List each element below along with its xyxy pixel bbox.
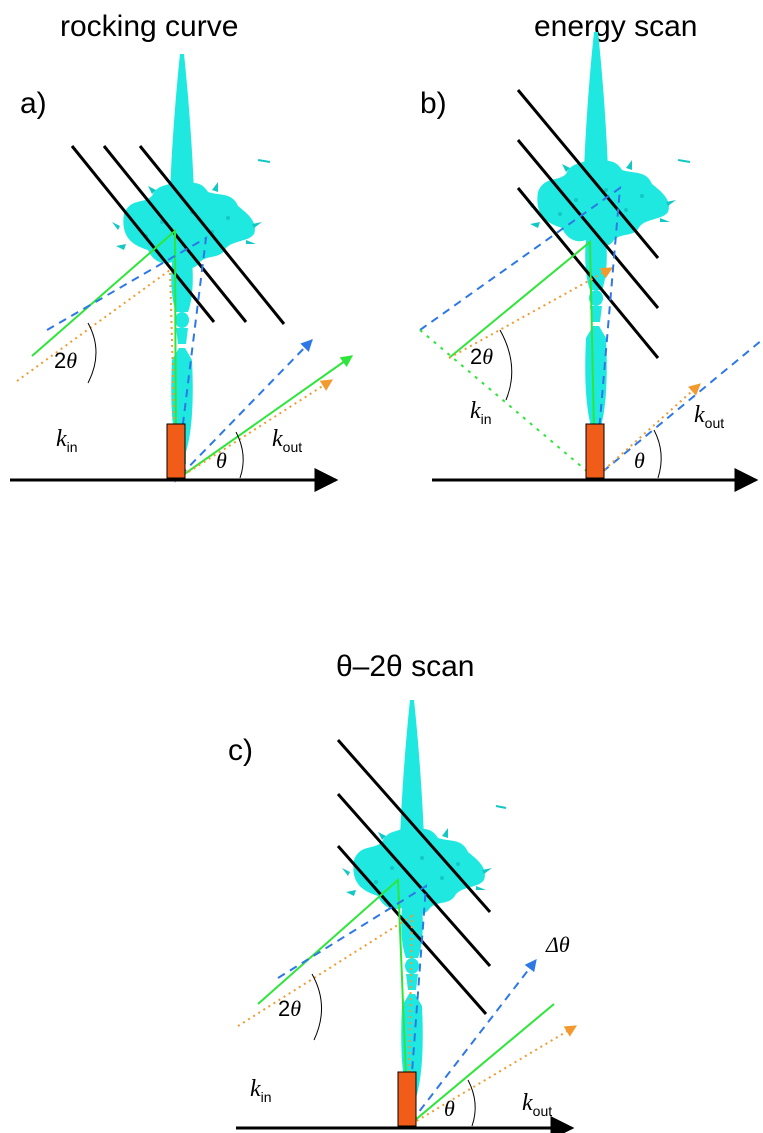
lattice-planes-b xyxy=(516,89,660,359)
k-in-label-a: kin xyxy=(56,426,78,455)
theta-label-b: θ xyxy=(634,448,645,473)
sample-a xyxy=(166,423,186,479)
panel-a-title: rocking curve xyxy=(60,10,238,43)
panel-a: rocking curve a) 2θ θ kin kout xyxy=(10,10,353,492)
orange-beam-b xyxy=(448,267,614,359)
crystal-b-speck xyxy=(677,159,691,163)
orange-beam-c xyxy=(237,914,578,1128)
green-beam-a xyxy=(31,228,353,482)
beams-c xyxy=(237,877,578,1130)
lattice-planes-c xyxy=(336,739,492,1015)
crystal-a-speck xyxy=(257,159,271,163)
panel-c-label: c) xyxy=(228,734,253,767)
k-out-label-a: kout xyxy=(272,426,302,455)
sample-c xyxy=(397,1071,417,1127)
green-dotted-b xyxy=(419,329,596,479)
beams-b xyxy=(419,185,763,481)
crystal-b xyxy=(526,32,676,442)
green-beam-b xyxy=(448,239,596,479)
theta-arc-b xyxy=(653,429,662,479)
panel-b-title: energy scan xyxy=(534,10,697,43)
k-in-label-c: kin xyxy=(250,1076,272,1105)
panel-b: energy scan b) 2θ θ kin kout xyxy=(419,10,763,492)
green-beam-c xyxy=(257,877,555,1129)
k-out-label-b: kout xyxy=(694,402,724,431)
two-theta-label-a: 2θ xyxy=(54,348,77,373)
panel-c-title: θ–2θ scan xyxy=(336,650,474,683)
theta-arc-a xyxy=(235,431,244,479)
k-in-label-b: kin xyxy=(470,398,492,427)
two-theta-arc-c xyxy=(311,973,323,1041)
theta-arc-c xyxy=(467,1079,476,1127)
blue-beam-a xyxy=(46,236,313,483)
crystal-c xyxy=(342,700,492,1110)
panel-b-label: b) xyxy=(420,87,447,120)
blue-beam-c xyxy=(277,884,537,1130)
two-theta-arc-a xyxy=(87,322,97,384)
theta-label-c: θ xyxy=(444,1096,455,1121)
panel-a-label: a) xyxy=(20,87,47,120)
two-theta-label-b: 2θ xyxy=(470,344,493,369)
orange-beam-a xyxy=(16,268,334,482)
delta-theta-label-c: Δθ xyxy=(545,932,570,957)
crystal-c-speck xyxy=(495,805,507,809)
crystal-a xyxy=(112,54,262,464)
panel-c: θ–2θ scan c) 2θ θ Δθ kin kout xyxy=(228,650,578,1133)
two-theta-arc-b xyxy=(499,329,513,401)
blue-beam-b xyxy=(419,185,763,481)
k-out-label-c: kout xyxy=(522,1090,552,1119)
sample-b xyxy=(585,423,605,479)
two-theta-label-c: 2θ xyxy=(278,996,301,1021)
orange-out-b xyxy=(594,383,701,479)
beams-a xyxy=(16,228,353,483)
theta-label-a: θ xyxy=(216,448,227,473)
